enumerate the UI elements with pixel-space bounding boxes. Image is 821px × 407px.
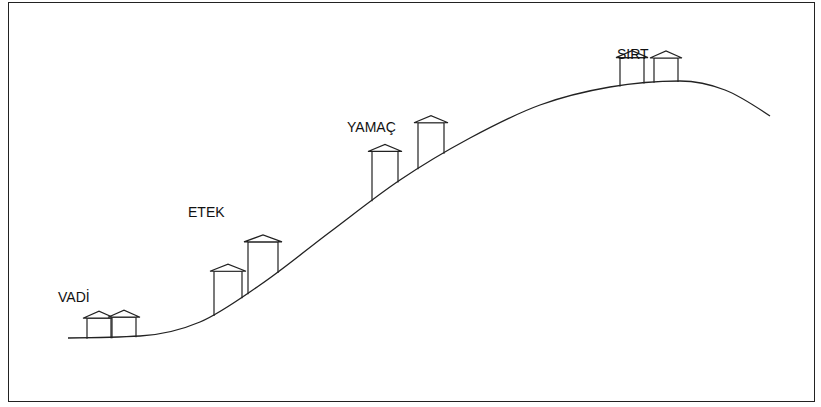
house-walls: [112, 317, 136, 338]
house-icon: [650, 51, 682, 83]
house-icon: [83, 311, 115, 339]
zone-label-box: ETEK: [188, 203, 225, 221]
zone-label: VADİ: [58, 289, 90, 305]
house-icon: [210, 264, 246, 316]
house-icon: [108, 310, 140, 338]
zone-label-box: SIRT: [617, 45, 649, 63]
zone-label-box: VADİ: [58, 288, 90, 306]
house-roof: [210, 264, 246, 271]
zone-label: SIRT: [617, 46, 649, 62]
zone-label: YAMAÇ: [347, 119, 396, 135]
house-walls: [418, 123, 444, 170]
zone-label: ETEK: [188, 204, 225, 220]
house-roof: [368, 144, 402, 151]
frame-border: [9, 3, 815, 402]
house-walls: [214, 271, 242, 316]
house-roof: [414, 116, 448, 123]
house-walls: [87, 318, 111, 339]
houses: [83, 51, 682, 339]
house-roof: [108, 310, 140, 317]
house-roof: [244, 235, 282, 242]
house-icon: [368, 144, 402, 201]
zone-label-box: YAMAÇ: [347, 118, 396, 136]
house-walls: [372, 151, 398, 201]
house-walls: [654, 58, 678, 83]
house-roof: [650, 51, 682, 58]
house-walls: [248, 242, 278, 294]
house-icon: [414, 116, 448, 170]
terrain-profile: [68, 81, 770, 338]
house-icon: [244, 235, 282, 294]
